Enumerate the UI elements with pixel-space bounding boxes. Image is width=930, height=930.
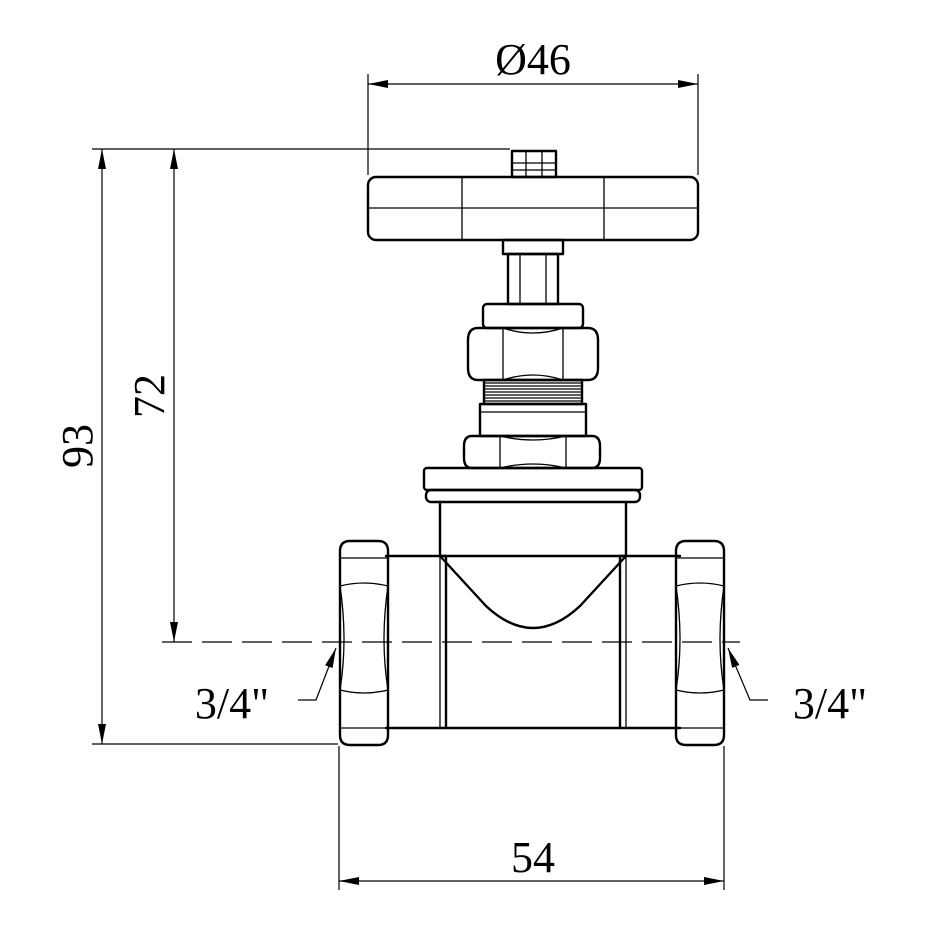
right-hex-end: [674, 539, 726, 747]
thread-leader-right: [727, 647, 768, 701]
bonnet: [422, 466, 644, 504]
label-handle-diameter: Ø46: [495, 35, 571, 84]
dim-handle-diameter: [367, 74, 699, 175]
top-nut: [510, 149, 558, 179]
label-total-height: 93: [53, 424, 102, 468]
lower-hex-nut: [462, 434, 602, 470]
left-hex-end: [338, 539, 390, 747]
gland-assembly: [462, 302, 602, 470]
body-curve: [438, 554, 628, 630]
upper-hex-nut: [466, 326, 600, 382]
dim-total-height: [92, 148, 510, 745]
handwheel: [366, 149, 700, 242]
label-body-length: 54: [511, 833, 555, 882]
valve-body: [384, 500, 682, 730]
label-thread-right: 3/4": [793, 679, 867, 728]
dim-body-length: [338, 746, 725, 890]
stem: [501, 238, 565, 306]
thread-leader-left: [298, 647, 337, 701]
label-thread-left: 3/4": [195, 679, 269, 728]
label-axis-height: 72: [125, 374, 174, 418]
